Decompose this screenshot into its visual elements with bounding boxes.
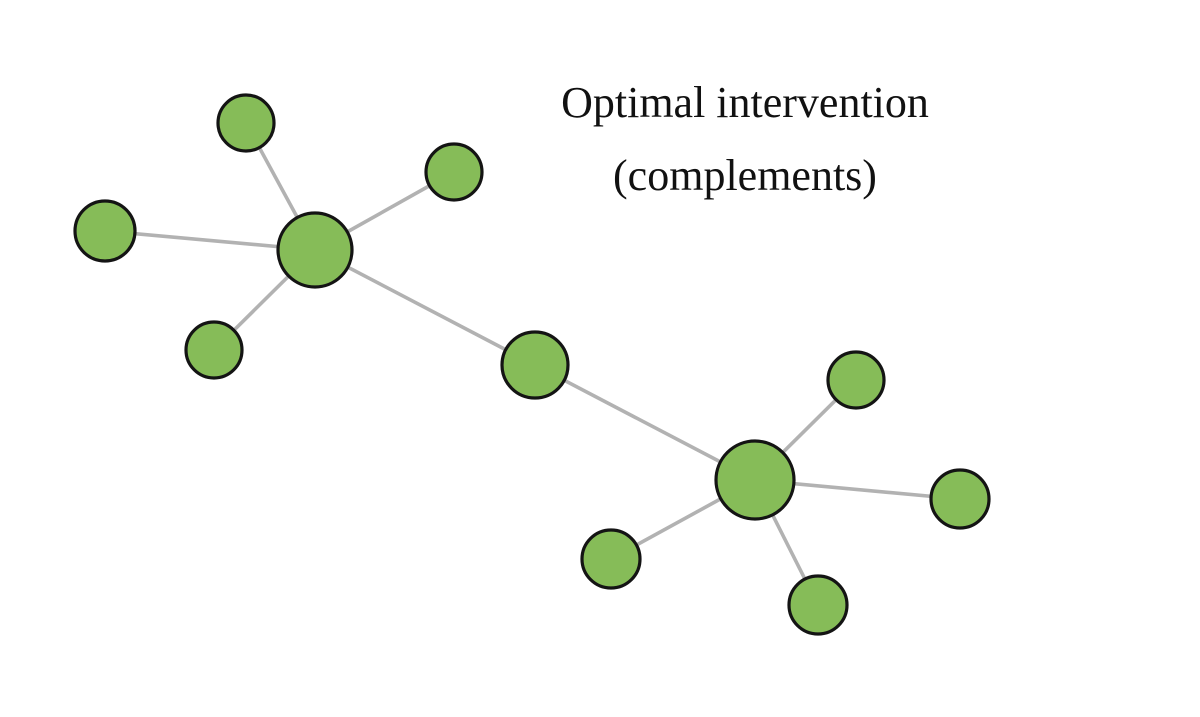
graph-edge-left-hub-bridge [314, 248, 536, 367]
graph-node-bridge [500, 330, 570, 400]
graph-node-right-bottomleft [580, 528, 642, 590]
figure-title-line1: Optimal intervention [561, 78, 929, 127]
graph-node-left-west [73, 199, 137, 263]
figure-title-line2: (complements) [613, 151, 877, 200]
graph-node-left-topright [424, 142, 484, 202]
graph-edge-bridge-right-hub [534, 363, 756, 482]
graph-node-left-top [216, 93, 276, 153]
figure-title: Optimal intervention (complements) [561, 66, 929, 212]
graph-node-left-bottom [184, 320, 244, 380]
graph-node-right-east [929, 468, 991, 530]
graph-node-right-bottom [787, 574, 849, 636]
node-layer [73, 93, 991, 636]
graph-node-left-hub [276, 211, 354, 289]
graph-node-right-hub [714, 439, 796, 521]
graph-node-right-top [826, 350, 886, 410]
